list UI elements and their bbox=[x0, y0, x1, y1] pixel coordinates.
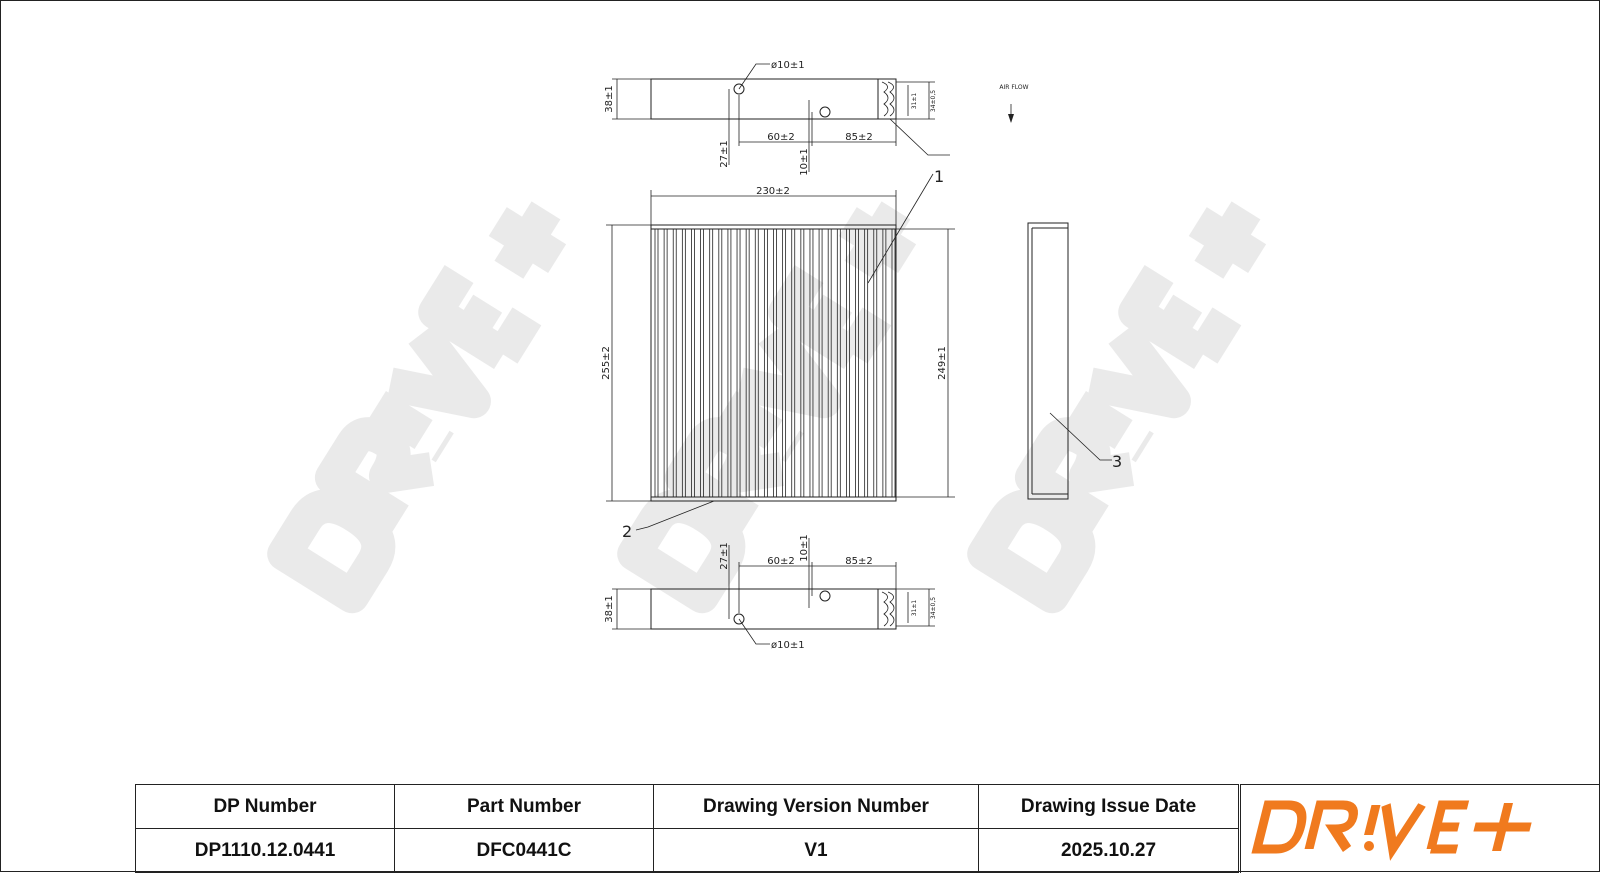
title-block-value-row: DP1110.12.0441 DFC0441C V1 2025.10.27 bbox=[135, 828, 1239, 873]
dim-27-bottom: 27±1 bbox=[719, 542, 730, 569]
dim-hole-bottom: ø10±1 bbox=[771, 640, 805, 651]
dim-10-top: 10±1 bbox=[799, 148, 810, 175]
dim-60-top: 60±2 bbox=[767, 132, 794, 143]
value-drawing-version: V1 bbox=[653, 828, 979, 873]
value-dp-number: DP1110.12.0441 bbox=[135, 828, 395, 873]
dim-hole-top: ø10±1 bbox=[771, 60, 805, 71]
value-part-number: DFC0441C bbox=[394, 828, 654, 873]
front-view: 230±2 255±2 249±1 1 2 bbox=[601, 167, 955, 541]
header-dp-number: DP Number bbox=[135, 784, 395, 829]
air-flow-label: AIR FLOW bbox=[999, 84, 1028, 91]
dim-10-bottom: 10±1 bbox=[799, 534, 810, 561]
dim-34-bottom: 34±0,5 bbox=[930, 597, 937, 619]
title-block-table: DP Number Part Number Drawing Version Nu… bbox=[135, 784, 1239, 873]
dim-34-top: 34±0,5 bbox=[930, 90, 937, 112]
dim-255: 255±2 bbox=[601, 346, 612, 380]
air-flow-indicator: AIR FLOW bbox=[999, 84, 1029, 123]
arrow-down-icon bbox=[1008, 114, 1014, 123]
dim-249: 249±1 bbox=[937, 346, 948, 380]
title-block-header-row: DP Number Part Number Drawing Version Nu… bbox=[135, 784, 1239, 829]
value-issue-date: 2025.10.27 bbox=[978, 828, 1239, 873]
dim-230: 230±2 bbox=[756, 186, 790, 197]
callout-1: 1 bbox=[934, 167, 944, 186]
dim-38-bottom: 38±1 bbox=[604, 595, 615, 622]
dim-38-top: 38±1 bbox=[604, 85, 615, 112]
dim-31-top: 31±1 bbox=[911, 93, 918, 110]
brand-logo-cell bbox=[1240, 784, 1599, 873]
dim-60-bottom: 60±2 bbox=[767, 556, 794, 567]
header-issue-date: Drawing Issue Date bbox=[978, 784, 1239, 829]
dim-31-bottom: 31±1 bbox=[911, 600, 918, 617]
header-part-number: Part Number bbox=[394, 784, 654, 829]
side-profile-view: 3 bbox=[1027, 222, 1122, 500]
filter-pleats bbox=[654, 229, 896, 497]
dim-85-top: 85±2 bbox=[845, 132, 872, 143]
bottom-side-view: 38±1 ø10±1 60±2 85±2 27±1 10±1 31±1 34±0… bbox=[604, 534, 937, 651]
watermark-logos bbox=[267, 201, 1267, 614]
header-drawing-version: Drawing Version Number bbox=[653, 784, 979, 829]
top-side-view: 38±1 ø10±1 60±2 85±2 27±1 10±1 31±1 34±0… bbox=[604, 60, 950, 176]
callout-2: 2 bbox=[622, 522, 632, 541]
drive-plus-logo bbox=[1251, 800, 1532, 861]
dim-27-top: 27±1 bbox=[719, 140, 730, 167]
dim-85-bottom: 85±2 bbox=[845, 556, 872, 567]
callout-3: 3 bbox=[1112, 452, 1122, 471]
